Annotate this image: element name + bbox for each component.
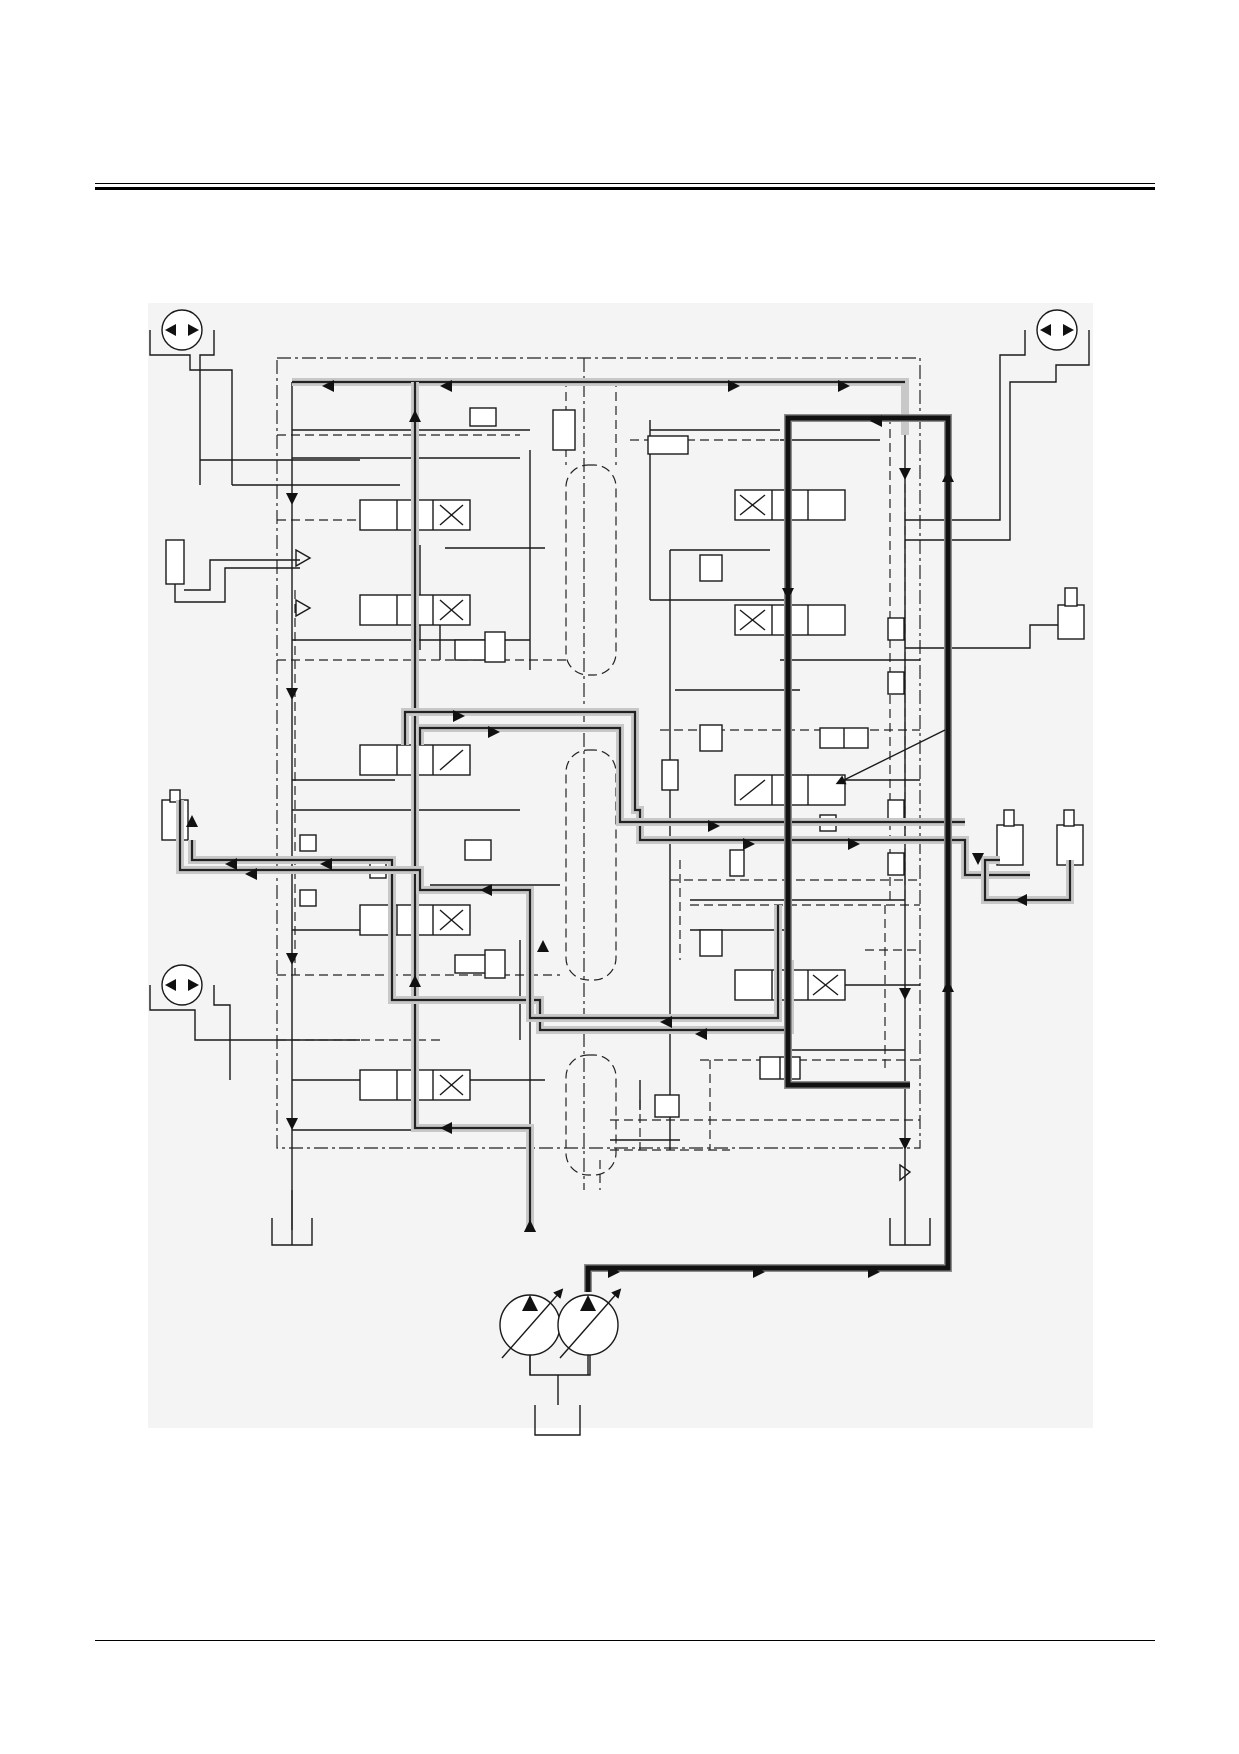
callout-pointer <box>835 729 946 785</box>
flow-path-light <box>176 378 1074 1230</box>
header-rule-thin <box>95 183 1155 184</box>
footer-rule <box>95 1640 1155 1641</box>
flow-path-dark <box>584 414 952 1292</box>
cylinder-right-upper <box>905 587 1085 649</box>
motor-top-right <box>905 309 1090 541</box>
tank-right <box>889 1165 931 1246</box>
double-variable-pump <box>499 1288 622 1375</box>
valve-block-outline <box>276 357 921 1190</box>
relief-valves <box>295 407 912 1182</box>
centre-passages <box>565 378 617 1176</box>
motor-top-left <box>149 309 233 485</box>
diagram-background <box>148 303 1093 1428</box>
accumulator-left <box>165 539 300 603</box>
flow-arrows <box>186 380 1027 1278</box>
motor-lower-left <box>149 964 360 1080</box>
small-valve-top-centre <box>552 409 689 455</box>
cylinder-valve-bottom-right <box>759 1056 801 1080</box>
tank-left <box>271 1190 313 1246</box>
small-valve-right <box>819 727 869 749</box>
header-rule-thick <box>95 187 1155 190</box>
cylinder-pair-right <box>996 809 1084 866</box>
